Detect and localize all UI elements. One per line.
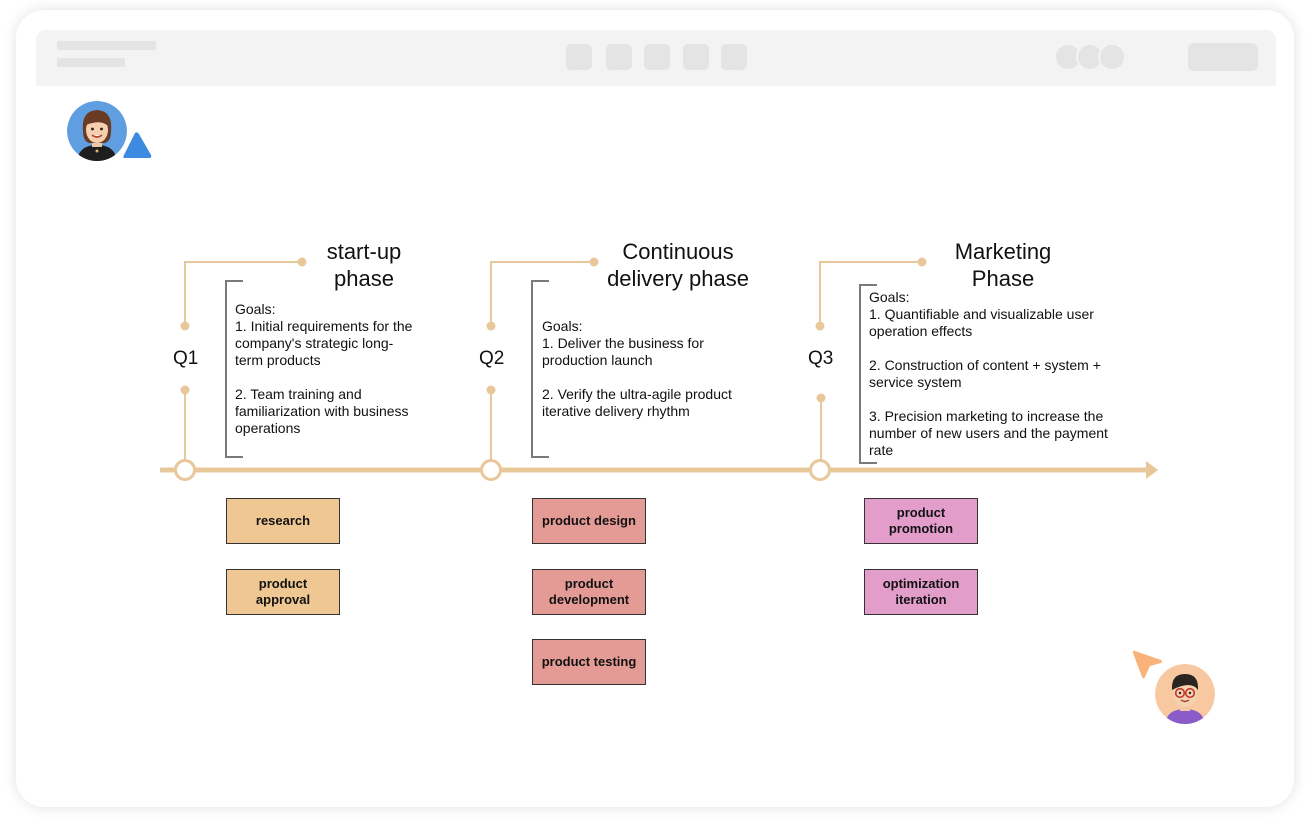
phase-title-line2: Phase [971,266,1035,291]
goals-bracket-q1 [225,280,243,458]
goal-line: 1. Initial requirements for the [235,318,413,334]
task-card-product-development[interactable]: product development [532,569,646,615]
quarter-label-q2: Q2 [479,348,505,369]
goal-line: service system [869,374,962,390]
task-card-label: product approval [255,576,311,607]
task-card-product-design[interactable]: product design [532,498,646,544]
task-card-label: product promotion [888,505,954,536]
goals-text-q3: Goals: 1. Quantifiable and visualizable … [869,289,1139,459]
task-card-optimization-iteration[interactable]: optimization iteration [864,569,978,615]
goal-line: production launch [542,352,653,368]
phase-title-line1: Marketing [954,239,1052,264]
collaborator-avatar-3[interactable] [1098,43,1126,71]
goal-line: 1. Quantifiable and visualizable user [869,306,1094,322]
goal-line: Goals: [542,318,583,334]
toolbar-skeleton [36,30,1276,86]
man-with-glasses-avatar-icon[interactable] [1155,664,1215,724]
task-card-product-approval[interactable]: product approval [226,569,340,615]
phase-title-q1: start-up phase [294,238,434,292]
phase-connectors [184,261,922,461]
tool-button-2[interactable] [606,44,632,70]
phase-title-line2: phase [334,266,394,291]
goal-line: Goals: [869,289,910,305]
canvas-card [16,10,1294,807]
phase-title-line1: Continuous [622,239,734,264]
goal-line: familiarization with business [235,403,409,419]
tool-button-1[interactable] [566,44,592,70]
tool-button-4[interactable] [683,44,709,70]
goal-line: 2. Team training and [235,386,362,402]
goal-line: number of new users and the payment [869,425,1108,441]
phase-title-line1: start-up [326,239,402,264]
goal-spacer [869,391,1139,408]
goal-line: iterative delivery rhythm [542,403,690,419]
goal-spacer [235,369,435,386]
blue-pointer-cursor-icon [123,132,152,158]
goal-line: 3. Precision marketing to increase the [869,408,1104,424]
task-card-label: optimization iteration [882,576,960,607]
goal-line: term products [235,352,321,368]
share-button[interactable] [1188,43,1258,71]
goals-bracket-q2 [531,280,549,458]
goals-bracket-q3 [859,284,877,464]
goal-line: 2. Construction of content + system + [869,357,1101,373]
goal-line: operation effects [869,323,973,339]
connector-dots [180,257,927,403]
timeline-arrowhead [1146,461,1158,479]
task-card-research[interactable]: research [226,498,340,544]
goals-text-q1: Goals: 1. Initial requirements for the c… [235,301,435,437]
goal-line: 2. Verify the ultra-agile product [542,386,732,402]
woman-avatar-icon[interactable] [67,101,127,161]
goal-spacer [542,369,762,386]
tool-button-3[interactable] [644,44,670,70]
phase-title-line2: delivery phase [607,266,749,291]
goal-line: company's strategic long- [235,335,394,351]
timeline-node-q2 [480,459,502,481]
goal-line: operations [235,420,301,436]
task-card-label: product development [548,576,630,607]
tool-button-5[interactable] [721,44,747,70]
timeline-node-q3 [809,459,831,481]
orange-pointer-cursor-icon [1132,650,1162,679]
phase-title-q3: Marketing Phase [928,238,1078,292]
goal-line: 1. Deliver the business for [542,335,704,351]
quarter-label-q1: Q1 [173,348,199,369]
phase-title-q2: Continuous delivery phase [598,238,758,292]
title-placeholder [57,41,156,50]
task-card-product-testing[interactable]: product testing [532,639,646,685]
subtitle-placeholder [57,58,125,67]
goal-line: Goals: [235,301,276,317]
goal-spacer [869,340,1139,357]
quarter-label-q3: Q3 [808,348,834,369]
goals-text-q2: Goals: 1. Deliver the business for produ… [542,318,762,420]
goal-line: rate [869,442,894,458]
timeline-node-q1 [174,459,196,481]
task-card-product-promotion[interactable]: product promotion [864,498,978,544]
